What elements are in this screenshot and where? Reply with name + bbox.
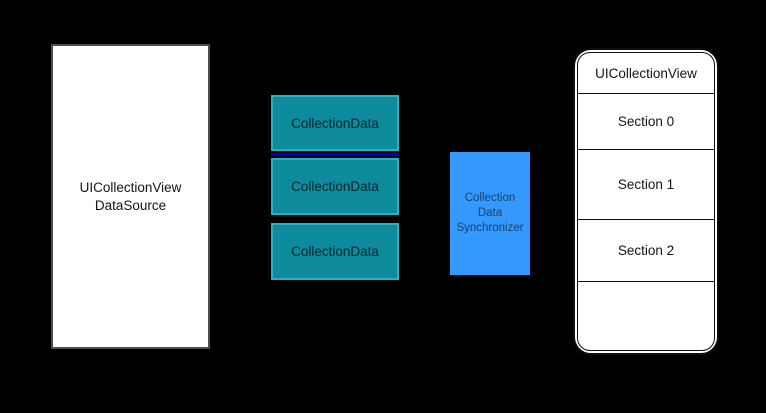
- collectiondata-label: CollectionData: [291, 244, 379, 259]
- datasource-label-line1: UICollectionView: [79, 179, 182, 195]
- collectionview-section-0: Section 0: [578, 94, 714, 150]
- collectionview-section-1: Section 1: [578, 150, 714, 220]
- collectionview-title: UICollectionView: [578, 53, 714, 94]
- synchronizer-box: Collection Data Synchronizer: [450, 152, 530, 275]
- collectionview-section-2: Section 2: [578, 220, 714, 282]
- collectiondata-label: CollectionData: [291, 115, 379, 131]
- collectiondata-box-1: CollectionData: [271, 95, 399, 151]
- datasource-label-line2: DataSource: [94, 197, 167, 213]
- collectionview-section-empty: [578, 282, 714, 350]
- collectionview-box: UICollectionView Section 0 Section 1 Sec…: [573, 48, 719, 355]
- synchronizer-label-line1: Collection: [464, 192, 516, 204]
- collectiondata-label: CollectionData: [291, 179, 379, 194]
- collectiondata-box-2: CollectionData: [271, 158, 399, 215]
- datasource-box: UICollectionView DataSource: [51, 44, 210, 349]
- synchronizer-label-line3: Synchronizer: [456, 222, 524, 234]
- blue-separator-line: [271, 153, 399, 156]
- collectiondata-box-3: CollectionData: [271, 223, 399, 280]
- collectionview-inner-frame: UICollectionView Section 0 Section 1 Sec…: [577, 52, 715, 351]
- synchronizer-label-line2: Data: [477, 207, 503, 219]
